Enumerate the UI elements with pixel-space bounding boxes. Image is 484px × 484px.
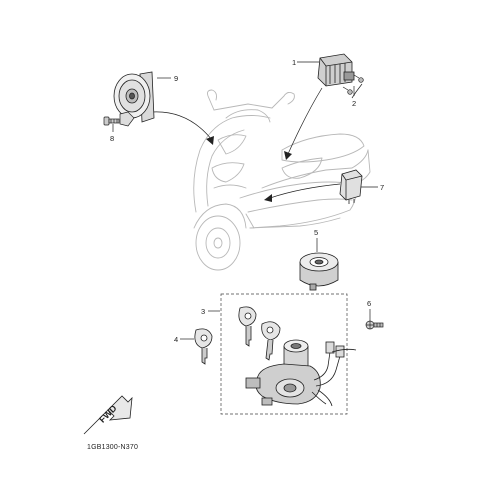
- leader-arrowheads: [206, 136, 292, 202]
- diagram-code: 1GB1300-N370: [87, 444, 139, 451]
- callout-9: 9: [174, 74, 178, 83]
- horn-part: [113, 71, 155, 123]
- callout-3: 3: [201, 307, 205, 316]
- main-switch-part: [245, 339, 321, 406]
- callout-4: 4: [174, 335, 178, 344]
- bolt-part: [103, 111, 135, 127]
- relay-part: [339, 169, 363, 204]
- small-screw-part: [365, 320, 384, 330]
- kit-key-part: [238, 306, 281, 361]
- screw-part: [342, 74, 364, 95]
- callout-7: 7: [380, 183, 384, 192]
- key-cover-part: [299, 252, 339, 291]
- main-switch-kit-box: [220, 293, 348, 415]
- callout-2: 2: [352, 99, 356, 108]
- callout-1: 1: [292, 58, 296, 67]
- callout-8: 8: [110, 134, 114, 143]
- fwd-arrow: FWD: [83, 395, 133, 435]
- regulator-part: [317, 53, 355, 87]
- callout-5: 5: [314, 228, 318, 237]
- spare-key-part: [194, 328, 213, 365]
- callout-6: 6: [367, 299, 371, 308]
- callout-labels: 1 2 3 4 5 6 7 8 9: [110, 58, 384, 344]
- wire-harness-part: [311, 341, 357, 407]
